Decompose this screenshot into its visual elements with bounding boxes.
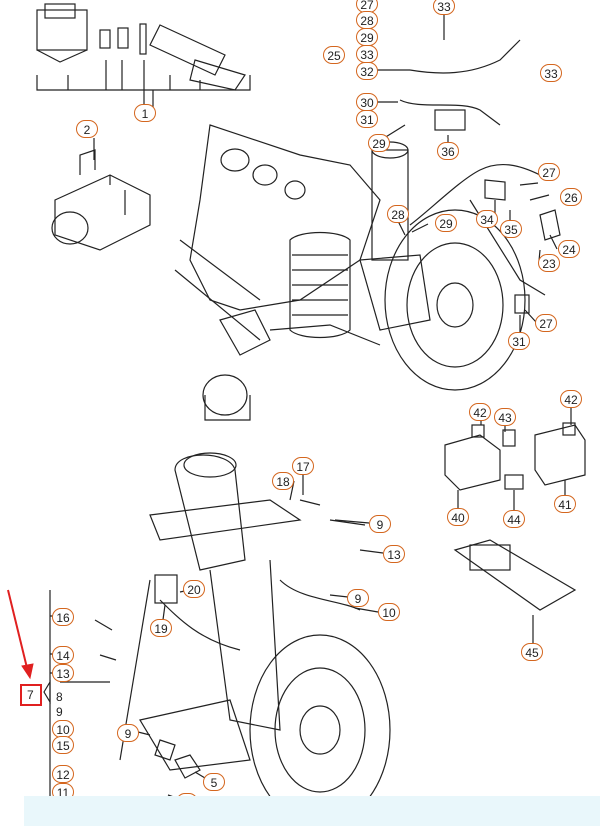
callout-20[interactable]: 20 <box>183 580 205 598</box>
callout-25[interactable]: 25 <box>323 46 345 64</box>
callout-29[interactable]: 29 <box>368 134 390 152</box>
callout-29[interactable]: 29 <box>356 28 378 46</box>
callout-31[interactable]: 31 <box>508 332 530 350</box>
callout-7-label[interactable]: 7 <box>27 688 34 702</box>
callout-42[interactable]: 42 <box>469 403 491 421</box>
callout-28[interactable]: 28 <box>356 11 378 29</box>
callout-5[interactable]: 5 <box>203 773 225 791</box>
callout-27[interactable]: 27 <box>538 163 560 181</box>
callout-10[interactable]: 10 <box>378 603 400 621</box>
sensor-modules-drawing <box>444 422 586 611</box>
callout-12[interactable]: 12 <box>52 765 74 783</box>
callout-24[interactable]: 24 <box>558 240 580 258</box>
callout-30[interactable]: 30 <box>356 93 378 111</box>
callout-32[interactable]: 32 <box>356 62 378 80</box>
callout-41[interactable]: 41 <box>554 495 576 513</box>
callout-42[interactable]: 42 <box>560 390 582 408</box>
callout-9-label[interactable]: 9 <box>56 705 63 719</box>
callout-19[interactable]: 19 <box>150 619 172 637</box>
callout-40[interactable]: 40 <box>447 508 469 526</box>
highlight-arrow <box>7 589 34 680</box>
callout-16[interactable]: 16 <box>52 608 74 626</box>
callout-13[interactable]: 13 <box>52 664 74 682</box>
footer-band <box>24 796 600 826</box>
front-axle-assembly-drawing <box>174 124 526 421</box>
callout-33[interactable]: 33 <box>356 45 378 63</box>
callout-35[interactable]: 35 <box>500 220 522 238</box>
callout-23[interactable]: 23 <box>538 254 560 272</box>
callout-26[interactable]: 26 <box>560 188 582 206</box>
callout-27[interactable]: 27 <box>535 314 557 332</box>
callout-9[interactable]: 9 <box>347 589 369 607</box>
callout-43[interactable]: 43 <box>494 408 516 426</box>
callout-9[interactable]: 9 <box>369 515 391 533</box>
callout-17[interactable]: 17 <box>292 457 314 475</box>
strut-knuckle-assembly-drawing <box>119 452 391 826</box>
callout-1[interactable]: 1 <box>134 104 156 122</box>
callout-14[interactable]: 14 <box>52 646 74 664</box>
hydraulic-unit-drawing <box>51 149 151 251</box>
callout-33[interactable]: 33 <box>540 64 562 82</box>
control-unit-kit-drawing <box>36 3 251 104</box>
callout-44[interactable]: 44 <box>503 510 525 528</box>
callout-28[interactable]: 28 <box>387 205 409 223</box>
sensor-wiring-top-drawing <box>399 39 561 314</box>
callout-45[interactable]: 45 <box>521 643 543 661</box>
callout-31[interactable]: 31 <box>356 110 378 128</box>
callout-29[interactable]: 29 <box>435 214 457 232</box>
highlight-box <box>20 684 42 706</box>
callout-2[interactable]: 2 <box>76 120 98 138</box>
callout-13[interactable]: 13 <box>383 545 405 563</box>
callout-18[interactable]: 18 <box>272 472 294 490</box>
callout-9[interactable]: 9 <box>117 724 139 742</box>
callout-34[interactable]: 34 <box>476 210 498 228</box>
callout-8-label[interactable]: 8 <box>56 690 63 704</box>
callout-15[interactable]: 15 <box>52 736 74 754</box>
callout-36[interactable]: 36 <box>437 142 459 160</box>
callout-33[interactable]: 33 <box>433 0 455 15</box>
